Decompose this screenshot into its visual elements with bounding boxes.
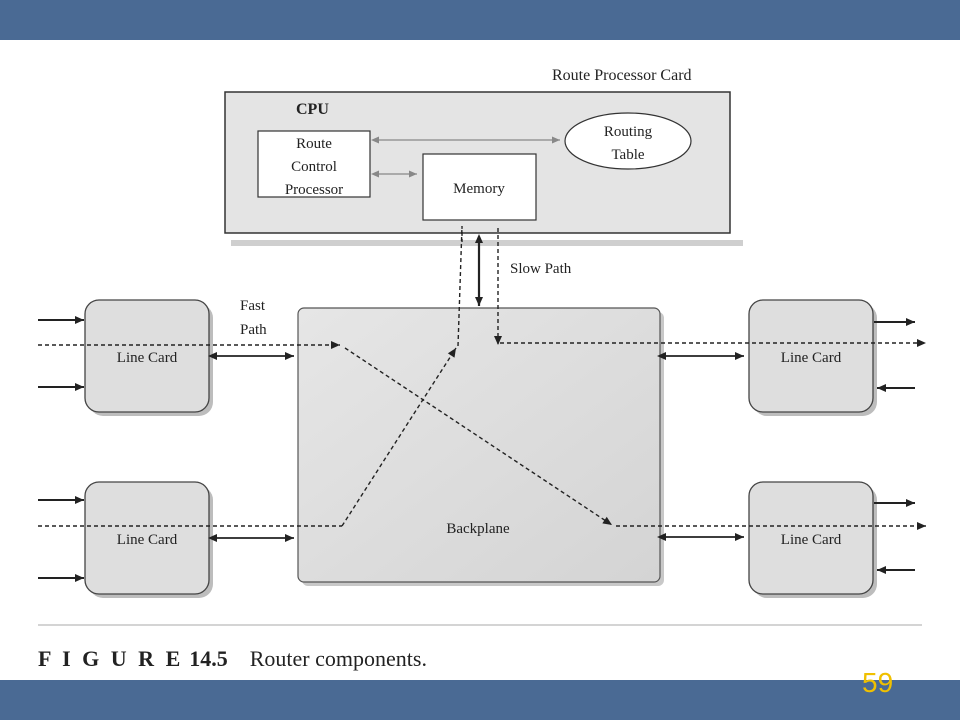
bottom-footer-band [0, 680, 960, 720]
router-diagram: Route Processor Card CPU Route Control P… [38, 67, 926, 626]
route-control-processor-line2: Control [291, 159, 337, 175]
backplane-label: Backplane [446, 521, 510, 537]
fast-path-label-line1: Fast [240, 298, 266, 314]
route-control-processor-box [257, 130, 371, 198]
line-card-top-right-label: Line Card [781, 350, 842, 366]
line-card-bottom-right-label: Line Card [781, 532, 842, 548]
route-control-processor-line1: Route [296, 136, 332, 152]
memory-box [422, 153, 537, 221]
slow-path-diagonal [341, 347, 457, 527]
top-header-band [0, 0, 960, 40]
memory-label: Memory [453, 181, 505, 197]
backplane-box [297, 307, 661, 583]
page-number: 59 [862, 667, 894, 698]
slow-path-up-to-memory [457, 225, 463, 347]
line-card-bottom-left-label: Line Card [117, 532, 178, 548]
cpu-label: CPU [296, 101, 329, 118]
route-processor-card-shadow [231, 240, 743, 246]
fast-path-diagonal [344, 347, 613, 526]
routing-table-line2: Table [611, 147, 644, 163]
line-card-bottom-right [748, 481, 874, 595]
figure-label: F I G U R E [38, 646, 184, 671]
figure-title: Router components. [249, 646, 427, 671]
slow-path-label: Slow Path [510, 261, 572, 277]
fast-path-label-line2: Path [240, 322, 267, 338]
figure-number: 14.5 [189, 646, 228, 671]
line-card-top-left-label: Line Card [117, 350, 178, 366]
routing-table-ellipse [564, 112, 692, 170]
line-card-top-right [748, 299, 874, 413]
routing-table-line1: Routing [604, 124, 653, 140]
route-processor-card-label: Route Processor Card [552, 67, 692, 84]
route-control-processor-line3: Processor [285, 182, 343, 198]
